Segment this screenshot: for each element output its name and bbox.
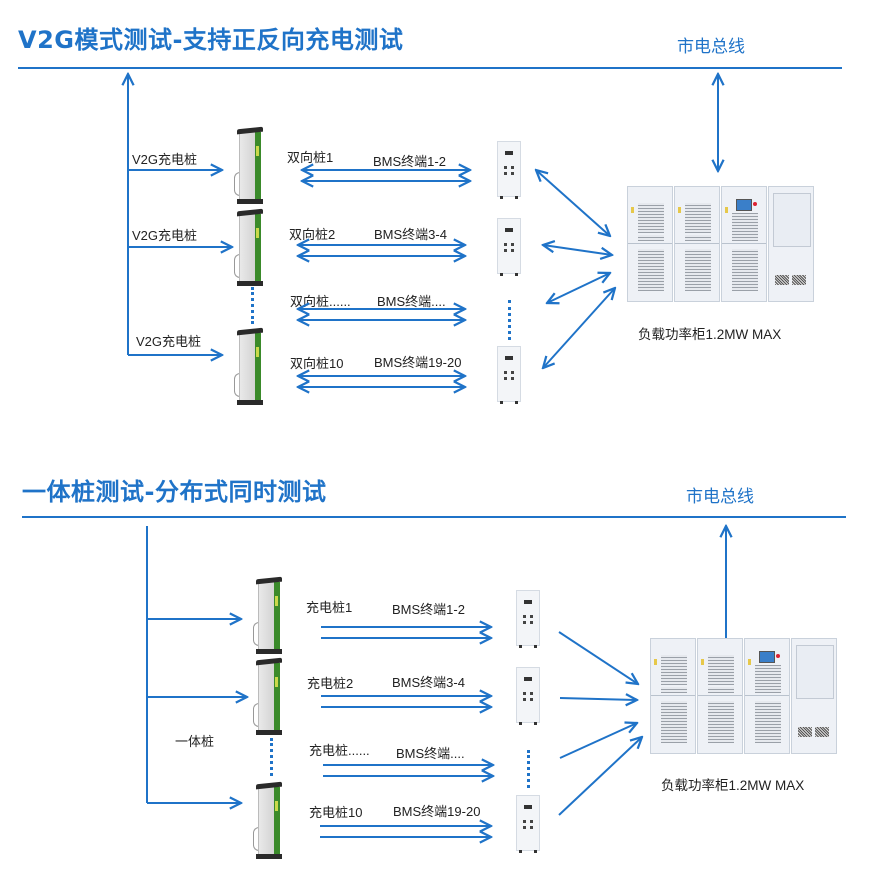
section2-pile-label-1: 充电桩1 bbox=[306, 600, 353, 615]
load-power-cabinet-icon bbox=[627, 186, 815, 304]
section2-bms-cabinet-link bbox=[558, 737, 642, 816]
section2-bms-label-3: BMS终端.... bbox=[396, 746, 465, 761]
section1-source-label-3: V2G充电桩 bbox=[136, 334, 202, 349]
section1-bms-cabinet-link bbox=[543, 288, 615, 368]
bms-terminal-icon bbox=[516, 667, 540, 725]
section1-bms-cabinet-link bbox=[536, 170, 610, 236]
v2g-charger-pile-icon bbox=[234, 126, 263, 204]
section1-grid-bus-label: 市电总线 bbox=[677, 37, 745, 57]
bms-terminal-icon bbox=[516, 590, 540, 648]
section2-grid-bus-label: 市电总线 bbox=[686, 487, 754, 507]
section2-pile-label-2: 充电桩2 bbox=[307, 676, 354, 691]
section2-bms-label-1: BMS终端1-2 bbox=[392, 602, 465, 617]
section1-pile-label-2: 双向桩2 bbox=[289, 227, 336, 242]
ellipsis-dots bbox=[527, 750, 533, 788]
v2g-charger-pile-icon bbox=[234, 208, 263, 286]
section2-pile-label-3: 充电桩...... bbox=[309, 743, 370, 758]
load-power-cabinet-icon bbox=[650, 638, 838, 756]
section1-pile-label-1: 双向桩1 bbox=[287, 150, 334, 165]
section1-bms-label-2: BMS终端3-4 bbox=[374, 227, 447, 242]
integrated-charger-pile-icon bbox=[253, 576, 282, 654]
bms-terminal-icon bbox=[497, 346, 521, 404]
ellipsis-dots bbox=[251, 287, 257, 324]
bms-terminal-icon bbox=[497, 218, 521, 276]
section2-cabinet-label: 负载功率柜1.2MW MAX bbox=[661, 778, 805, 793]
section1-bms-cabinet-link bbox=[547, 273, 610, 303]
bms-terminal-icon bbox=[516, 795, 540, 853]
section1-source-label-1: V2G充电桩 bbox=[132, 152, 198, 167]
v2g-charger-pile-icon bbox=[234, 327, 263, 405]
section1-bms-cabinet-link bbox=[543, 245, 612, 255]
section2-bms-cabinet-link bbox=[559, 698, 637, 700]
section1-title: V2G模式测试-支持正反向充电测试 bbox=[18, 26, 404, 54]
section1-source-label-2: V2G充电桩 bbox=[132, 228, 198, 243]
section2-bms-cabinet-link bbox=[558, 631, 638, 684]
integrated-charger-pile-icon bbox=[253, 657, 282, 735]
section1-bms-label-4: BMS终端19-20 bbox=[374, 355, 462, 370]
section2-bms-cabinet-link bbox=[559, 723, 637, 759]
ellipsis-dots bbox=[270, 738, 276, 776]
section1-cabinet-label: 负载功率柜1.2MW MAX bbox=[638, 327, 782, 342]
section2-pile-label-4: 充电桩10 bbox=[309, 805, 363, 820]
section1-pile-label-4: 双向桩10 bbox=[290, 356, 344, 371]
ellipsis-dots bbox=[508, 300, 514, 340]
bms-terminal-icon bbox=[497, 141, 521, 199]
section2-source-label: 一体桩 bbox=[175, 734, 215, 749]
integrated-charger-pile-icon bbox=[253, 781, 282, 859]
section2-title: 一体桩测试-分布式同时测试 bbox=[22, 478, 327, 506]
section2-bms-label-4: BMS终端19-20 bbox=[393, 804, 481, 819]
section2-bms-label-2: BMS终端3-4 bbox=[392, 675, 465, 690]
